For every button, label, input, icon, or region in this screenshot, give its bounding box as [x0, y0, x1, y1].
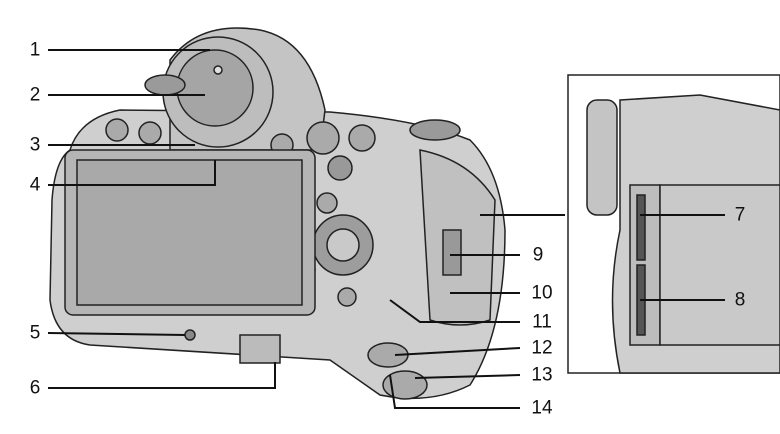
callout-6: 6	[29, 377, 41, 399]
button	[348, 124, 376, 152]
callout-12: 12	[531, 337, 553, 359]
cursor-button	[326, 228, 360, 262]
callout-1: 1	[29, 39, 41, 61]
top-dial	[409, 119, 461, 141]
callout-10: 10	[531, 282, 553, 304]
button	[105, 118, 129, 142]
tripod-hole	[184, 329, 196, 341]
eyepiece	[176, 49, 254, 127]
callout-9: 9	[532, 244, 544, 266]
card-slot-inset	[567, 74, 780, 374]
callout-11: 11	[532, 311, 552, 333]
button	[316, 192, 338, 214]
rear-dial	[144, 74, 186, 96]
button	[337, 287, 357, 307]
callout-14: 14	[531, 397, 553, 419]
callout-8: 8	[734, 289, 746, 311]
callout-2: 2	[29, 84, 41, 106]
callout-7: 7	[734, 204, 746, 226]
card-slot-1	[636, 194, 646, 261]
leader-lines	[47, 49, 725, 409]
callout-3: 3	[29, 134, 41, 156]
callout-13: 13	[531, 364, 553, 386]
eye-sensor	[213, 65, 223, 75]
door-lever	[442, 229, 462, 276]
callout-4: 4	[29, 174, 41, 196]
joystick	[327, 155, 353, 181]
tripod-mount	[239, 334, 281, 364]
callout-5: 5	[29, 322, 41, 344]
button	[306, 121, 340, 155]
button	[138, 121, 162, 145]
